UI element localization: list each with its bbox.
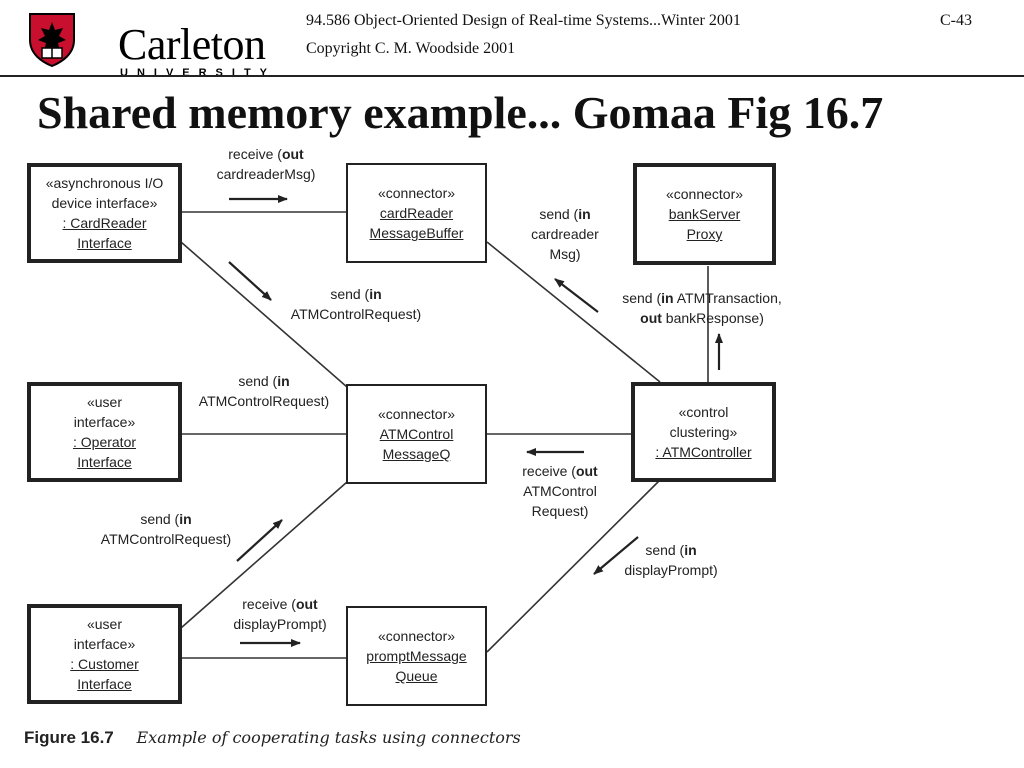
- object-name: Interface: [77, 235, 132, 251]
- label-send-display-prompt: send (in displayPrompt): [624, 542, 718, 578]
- label-receive-display-prompt: receive (out displayPrompt): [233, 596, 327, 632]
- object-name: : ATMController: [655, 444, 752, 460]
- object-name: bankServer: [668, 206, 741, 222]
- object-name: : Operator: [72, 434, 137, 450]
- object-name: ATMControl: [379, 426, 454, 442]
- customer-interface-box: «user interface» : Customer Interface: [27, 604, 182, 704]
- course-line: 94.586 Object-Oriented Design of Real-ti…: [306, 12, 741, 29]
- object-name: MessageQ: [382, 446, 451, 462]
- label-send-cardreader-msg: send (in cardreader Msg): [531, 206, 599, 262]
- stereotype: «control: [678, 404, 729, 420]
- stereotype: clustering»: [669, 424, 738, 440]
- object-name: cardReader: [379, 205, 454, 221]
- label-receive-cardreader: receive (out cardreaderMsg): [216, 146, 316, 182]
- stereotype: «connector»: [665, 186, 744, 202]
- arrow-send-cardreader-msg: [554, 278, 599, 313]
- stereotype: «user: [86, 394, 123, 410]
- arrow-send-atm-from-card: [228, 261, 272, 301]
- label-send-bank: send (in ATMTransaction, out bankRespons…: [622, 290, 782, 326]
- link-buffer-controller: [486, 241, 661, 383]
- atmcontrol-messageq-box: «connector» ATMControl MessageQ: [346, 384, 487, 484]
- slide-title: Shared memory example... Gomaa Fig 16.7: [37, 87, 884, 138]
- figure-caption-text: Example of cooperating tasks using conne…: [136, 728, 521, 747]
- stereotype: device interface»: [51, 195, 158, 211]
- object-name: : Customer: [70, 656, 139, 672]
- stereotype: «connector»: [377, 406, 456, 422]
- stereotype: «connector»: [377, 185, 456, 201]
- cardreader-messagebuffer-box: «connector» cardReader MessageBuffer: [346, 163, 487, 263]
- stereotype: «user: [86, 616, 123, 632]
- object-name: Interface: [77, 454, 132, 470]
- stereotype: «connector»: [377, 628, 456, 644]
- object-name: promptMessage: [366, 648, 467, 664]
- bankserver-proxy-box: «connector» bankServer Proxy: [633, 163, 776, 265]
- arrow-send-display-prompt: [593, 536, 639, 575]
- object-name: : CardReader: [62, 215, 147, 231]
- page-id: C-43: [940, 12, 972, 29]
- object-name: Proxy: [686, 226, 723, 242]
- figure-caption: Figure 16.7 Example of cooperating tasks…: [24, 728, 521, 748]
- promptmessage-queue-box: «connector» promptMessage Queue: [346, 606, 487, 706]
- stereotype: «asynchronous I/O: [45, 175, 164, 191]
- arrow-send-atm-from-customer: [236, 519, 283, 562]
- link-controller-promptq: [486, 479, 661, 653]
- link-cardreader-atmq: [180, 241, 348, 388]
- stereotype: interface»: [73, 414, 136, 430]
- brand-name: Carleton: [118, 20, 266, 69]
- copyright: Copyright C. M. Woodside 2001: [306, 40, 516, 57]
- object-name: Queue: [395, 668, 438, 684]
- object-name: MessageBuffer: [369, 225, 464, 241]
- carleton-logo: Carleton UNIVERSITY: [28, 12, 268, 79]
- cardreader-interface-box: «asynchronous I/O device interface» : Ca…: [27, 163, 182, 263]
- operator-interface-box: «user interface» : Operator Interface: [27, 382, 182, 482]
- label-send-atm-from-operator: send (in ATMControlRequest): [198, 373, 330, 409]
- stereotype: interface»: [73, 636, 136, 652]
- link-customer-atmq: [180, 481, 348, 629]
- label-send-atm-from-customer: send (in ATMControlRequest): [100, 511, 232, 547]
- object-name: Interface: [77, 676, 132, 692]
- atmcontroller-box: «control clustering» : ATMController: [631, 382, 776, 482]
- label-receive-atm-control: receive (out ATMControl Request): [522, 463, 598, 519]
- figure-number: Figure 16.7: [24, 728, 114, 747]
- shield-icon: [29, 13, 75, 68]
- label-send-atm-from-card: send (in ATMControlRequest): [290, 286, 422, 322]
- header-divider: [0, 75, 1024, 77]
